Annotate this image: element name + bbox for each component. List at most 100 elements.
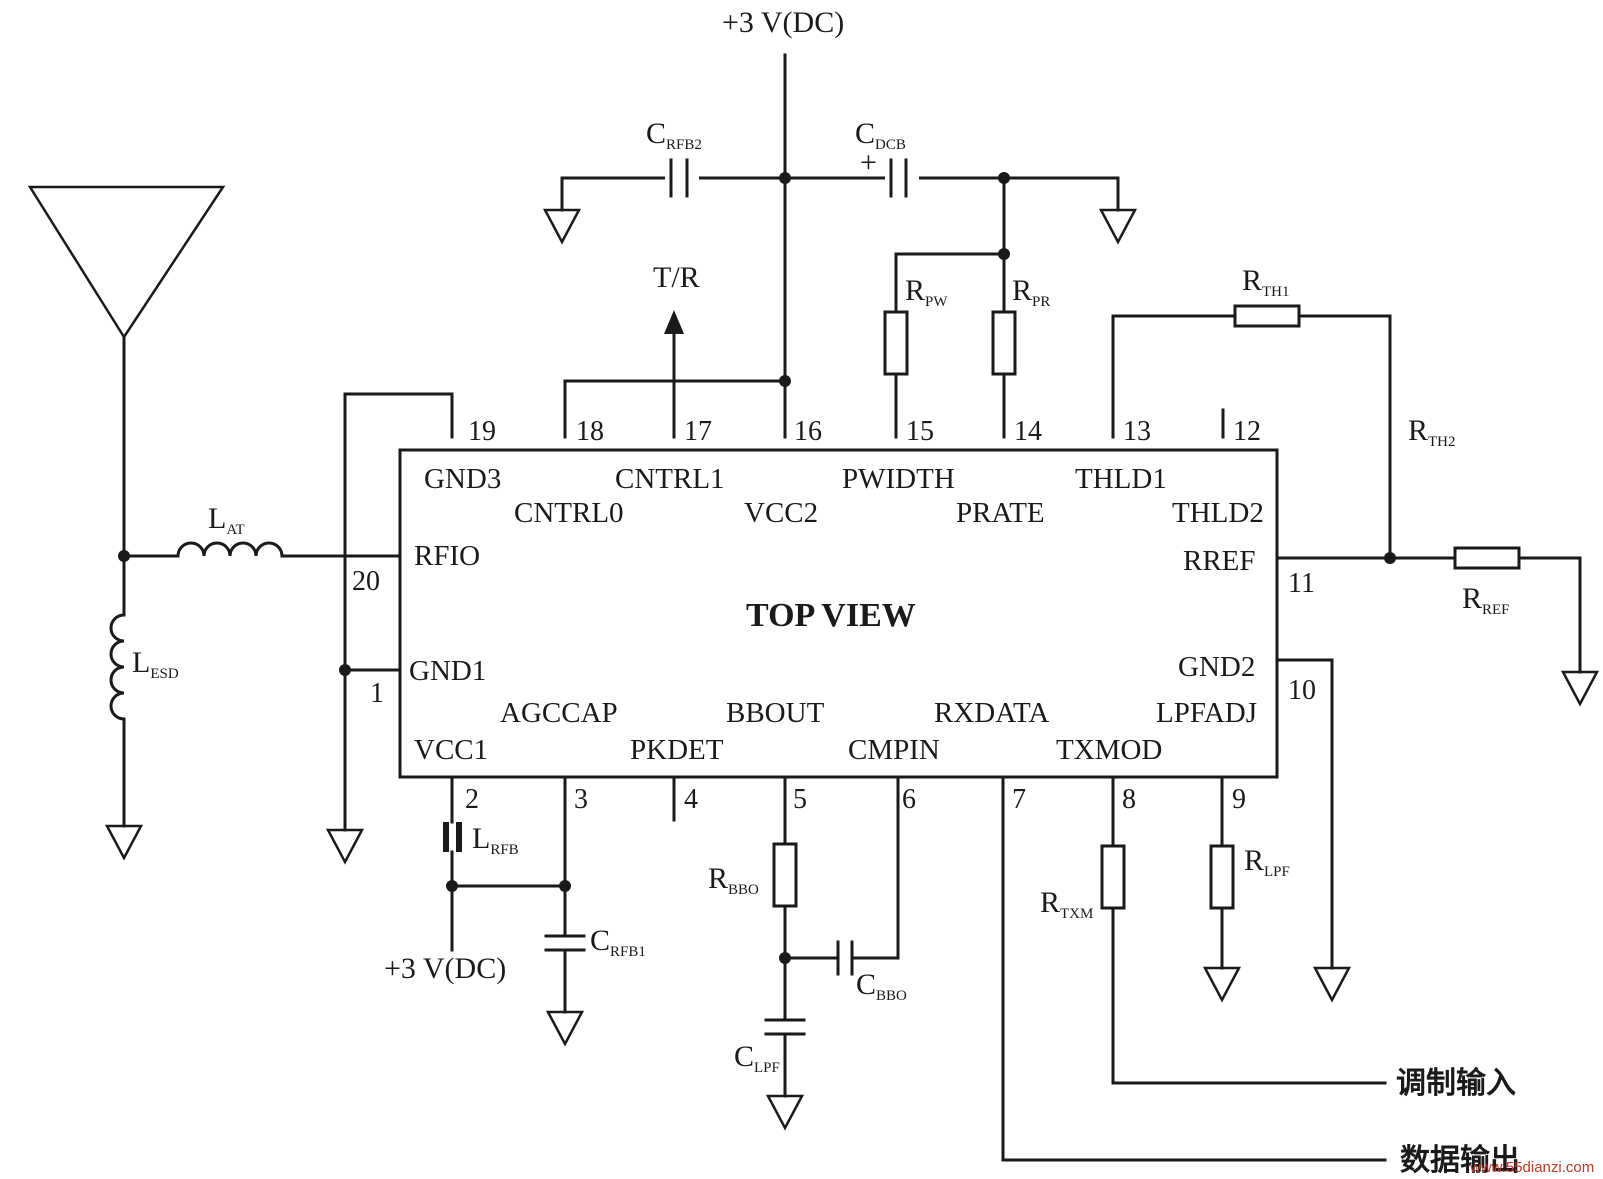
svg-text:CBBO: CBBO [856,968,907,1004]
supply-bottom-label: +3 V(DC) [384,952,506,985]
pin-12-number: 12 [1233,416,1261,447]
ground-gnd2 [1312,966,1352,1003]
pin-4-number: 4 [684,784,698,815]
pin-5-name: BBOUT [726,697,825,729]
svg-text:RTXM: RTXM [1040,886,1093,922]
pin-14-name: PRATE [956,497,1045,529]
ground-crfb1 [545,1010,585,1047]
c-rfb1-label: C [590,924,610,957]
modulation-input-label: 调制输入 [1396,1066,1516,1101]
r-lpf-label: R [1244,844,1264,877]
pin-10-number: 10 [1288,675,1316,706]
ground-rlpf [1202,966,1242,1003]
svg-text:RPW: RPW [905,274,948,310]
pin-9-name: LPFADJ [1156,697,1257,729]
r-pr-sub: PR [1032,294,1050,310]
c-lpf-sub: LPF [754,1060,780,1076]
r-bbo-label: R [708,862,728,895]
l-rfb-sub: RFB [490,842,518,858]
pin-16-number: 16 [794,416,822,447]
c-rfb1-sub: RFB1 [610,944,646,960]
pin-8-name: TXMOD [1056,734,1162,766]
c-dcb-polarity: + [860,146,877,179]
resistor-r-pw [883,310,909,376]
r-ref-sub: REF [1482,602,1510,618]
svg-text:RBBO: RBBO [708,862,759,898]
ground-bus-left [325,392,454,865]
r-pw-label: R [905,274,925,307]
l-rfb-label: L [472,822,490,855]
resistor-r-txm [1100,844,1126,910]
pin-3-number: 3 [574,784,588,815]
c-bbo-label: C [856,968,876,1001]
threshold-network: RTH1 RTH2 RREF [1111,264,1600,707]
pin-10-name: GND2 [1178,651,1255,683]
pin-19-number: 19 [468,416,496,447]
watermark: www.55dianzi.com [1469,1159,1594,1176]
c-dcb-sub: DCB [875,137,906,153]
inductor-l-esd [109,613,126,721]
pin-6-number: 6 [902,784,916,815]
pin-4-name: PKDET [630,734,724,766]
bbout-network: RBBO CBBO CLPF [708,775,907,1131]
svg-text:RTH2: RTH2 [1408,414,1456,450]
data-output-line: 数据输出 [1001,775,1520,1178]
cntrl0-to-vcc [563,375,791,439]
l-esd-label: L [132,646,150,679]
l-at-label: L [208,502,226,535]
pin-5-number: 5 [793,784,807,815]
tr-label: T/R [653,261,700,294]
pin-1-name: GND1 [409,655,486,687]
pin-15-number: 15 [906,416,934,447]
pin-20-number: 20 [352,566,380,597]
resistor-r-pr [991,310,1017,376]
svg-text:CDCB: CDCB [855,117,906,153]
c-lpf-label: C [734,1040,754,1073]
resistor-network-pw-pr: RPW R PR [883,176,1050,439]
pin-14-number: 14 [1014,416,1042,447]
capacitor-c-dcb: CDCB + [855,117,919,198]
pin-2-number: 2 [465,784,479,815]
tr-output-arrow: T/R [653,261,700,439]
pin-8-number: 8 [1122,784,1136,815]
svg-text:CLPF: CLPF [734,1040,780,1076]
r-th1-sub: TH1 [1262,284,1290,300]
c-rfb2-sub: RFB2 [666,137,702,153]
resistor-r-ref [1453,546,1521,570]
pin-6-name: CMPIN [848,734,940,766]
r-lpf-sub: LPF [1264,864,1290,880]
rf-input-network: LAT LESD [104,502,402,861]
pin-17-number: 17 [684,416,712,447]
lpfadj-network: RLPF [1202,775,1290,1003]
pin-15-name: PWIDTH [842,463,955,495]
r-th1-label: R [1242,264,1262,297]
resistor-r-th1 [1233,304,1301,328]
pin-11-number: 11 [1288,568,1315,599]
modulation-input-line: RTXM 调制输入 [1040,775,1516,1101]
r-txm-label: R [1040,886,1060,919]
pin-3-name: AGCCAP [500,697,618,729]
svg-text:RLPF: RLPF [1244,844,1290,880]
pin-12-name: THLD2 [1172,497,1264,529]
pin-16-name: VCC2 [744,497,818,529]
capacitor-c-rfb2: CRFB2 [646,117,702,198]
ground-crfb2 [542,208,582,245]
ground-lesd [104,824,144,861]
pin-7-name: RXDATA [934,697,1049,729]
ground-rref [1560,670,1600,707]
vcc1-network: LRFB CRFB1 +3 V(DC) [384,775,646,1047]
svg-text:CRFB2: CRFB2 [646,117,702,153]
l-at-sub: AT [226,522,244,538]
svg-text:RREF: RREF [1462,582,1510,618]
gnd2-line [1275,658,1352,1003]
pin-13-number: 13 [1123,416,1151,447]
ground-gnd1 [325,828,365,865]
data-output-label: 数据输出 [1400,1143,1520,1178]
svg-text:CRFB1: CRFB1 [590,924,646,960]
svg-text:RTH1: RTH1 [1242,264,1290,300]
pin-11-name: RREF [1183,545,1256,577]
pin-20-name: RFIO [414,540,480,572]
pin-18-number: 18 [576,416,604,447]
ground-clpf [765,1094,805,1131]
pin-9-number: 9 [1232,784,1246,815]
